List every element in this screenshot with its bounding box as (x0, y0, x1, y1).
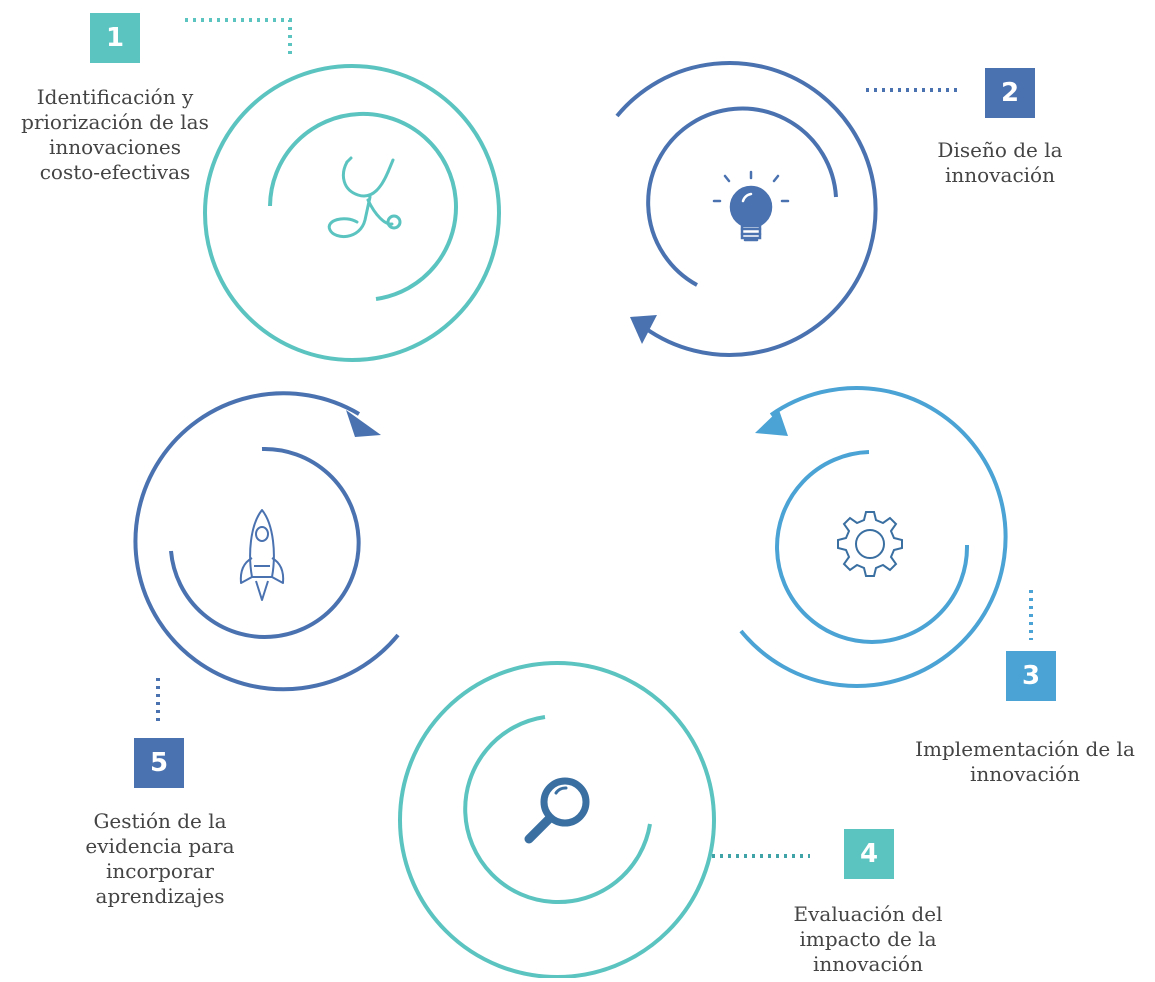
step-4-inner-arc (463, 715, 652, 905)
step-3-arrowhead (755, 410, 788, 436)
step-5-inner-arc (169, 446, 361, 639)
step-1-label-line: innovaciones (48, 135, 182, 159)
magnifier-icon (524, 777, 590, 844)
step-1-label-line: priorización de las (21, 110, 209, 134)
step-1-label: Identificación y priorización de las inn… (15, 85, 215, 185)
lightbulb-icon (712, 170, 790, 242)
step-5-label: Gestión de la evidencia para incorporar … (70, 809, 250, 909)
step-2-label-line: innovación (945, 163, 1055, 187)
step-1-inner-arc (268, 111, 458, 301)
step-2-badge: 2 (985, 68, 1035, 118)
step-3-label-line: Implementación de la (915, 737, 1135, 761)
step-2-outer-arc (615, 60, 878, 357)
step-2-inner-arc (646, 106, 838, 287)
step-2-arrowhead (630, 315, 657, 344)
step-5-badge: 5 (134, 738, 184, 788)
step-4-label-line: impacto de la (799, 927, 937, 951)
step-1-label-line: costo-efectivas (39, 160, 191, 184)
step-4-badge: 4 (844, 829, 894, 879)
step-5-label-line: evidencia para (85, 834, 235, 858)
step-4-outer-ring (398, 661, 716, 979)
step-2-label: Diseño de la innovación (925, 138, 1075, 188)
step-3-inner-arc (775, 450, 970, 644)
step-4-label-line: innovación (813, 952, 923, 976)
step-5-outer-arc (133, 391, 400, 692)
step-1-label-line: Identificación y (36, 85, 194, 109)
step-1-badge: 1 (90, 13, 140, 63)
step-5-label-line: incorporar (106, 859, 214, 883)
step-3-label: Implementación de la innovación (900, 737, 1150, 787)
step-3-label-line: innovación (970, 762, 1080, 786)
step-5-arrowhead (346, 410, 381, 437)
step-2-label-line: Diseño de la (937, 138, 1063, 162)
step-5-label-line: Gestión de la (93, 809, 227, 833)
step-1-outer-ring (203, 64, 501, 362)
step-3-outer-arc (739, 385, 1008, 688)
step-4-label: Evaluación del impacto de la innovación (768, 902, 968, 977)
rocket-icon (239, 509, 285, 601)
step-3-badge: 3 (1006, 651, 1056, 701)
step-5-label-line: aprendizajes (95, 884, 225, 908)
step-4-label-line: Evaluación del (793, 902, 943, 926)
gear-icon (837, 511, 903, 577)
step-1-connector (185, 18, 292, 55)
stethoscope-icon (327, 156, 402, 239)
